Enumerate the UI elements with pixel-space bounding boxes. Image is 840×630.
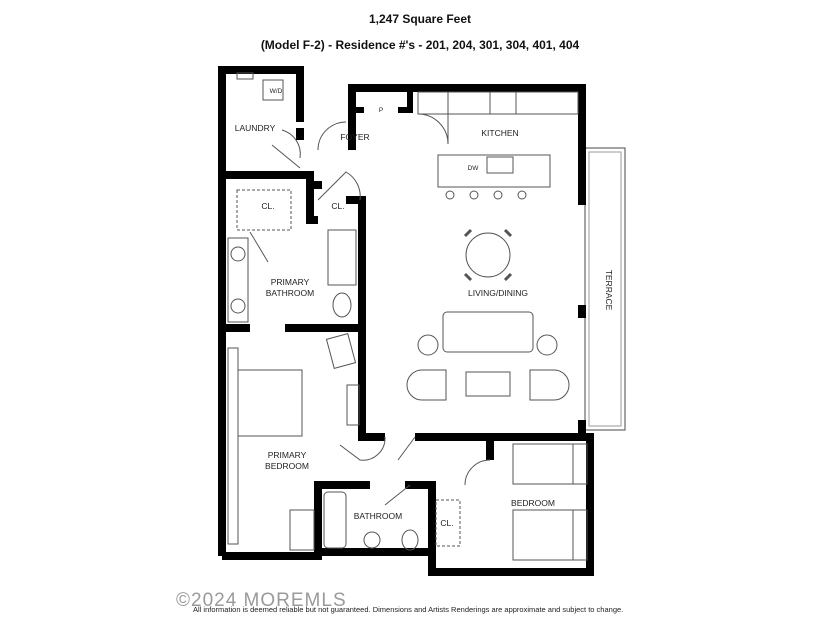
laundry-label: LAUNDRY xyxy=(235,123,276,133)
primary-bedroom-label: PRIMARY xyxy=(268,450,307,460)
primary-bathroom-label: PRIMARY xyxy=(271,277,310,287)
closet-label: CL. xyxy=(331,201,344,211)
bathroom-label: BATHROOM xyxy=(354,511,402,521)
watermark: ©2024 MOREMLS xyxy=(176,590,347,611)
closet-label: CL. xyxy=(440,518,453,528)
living-dining-label: LIVING/DINING xyxy=(468,288,528,298)
terrace-label: TERRACE xyxy=(604,270,614,311)
dishwasher-label: DW xyxy=(468,165,480,172)
bedroom-label: BEDROOM xyxy=(511,498,555,508)
terrace xyxy=(584,147,626,431)
disclaimer: All information is deemed reliable but n… xyxy=(193,605,624,614)
closet-label: CL. xyxy=(261,201,274,211)
washer-dryer-label: W/D xyxy=(270,88,283,95)
primary-bedroom-label: BEDROOM xyxy=(265,461,309,471)
kitchen-label: KITCHEN xyxy=(481,128,518,138)
primary-bathroom-label: BATHROOM xyxy=(266,288,314,298)
pantry-label: P xyxy=(379,107,383,114)
walls xyxy=(218,66,594,576)
model-title: (Model F-2) - Residence #'s - 201, 204, … xyxy=(260,38,580,52)
foyer-label: FOYER xyxy=(340,132,369,142)
fixtures xyxy=(227,72,588,561)
area-title: 1,247 Square Feet xyxy=(368,12,472,26)
